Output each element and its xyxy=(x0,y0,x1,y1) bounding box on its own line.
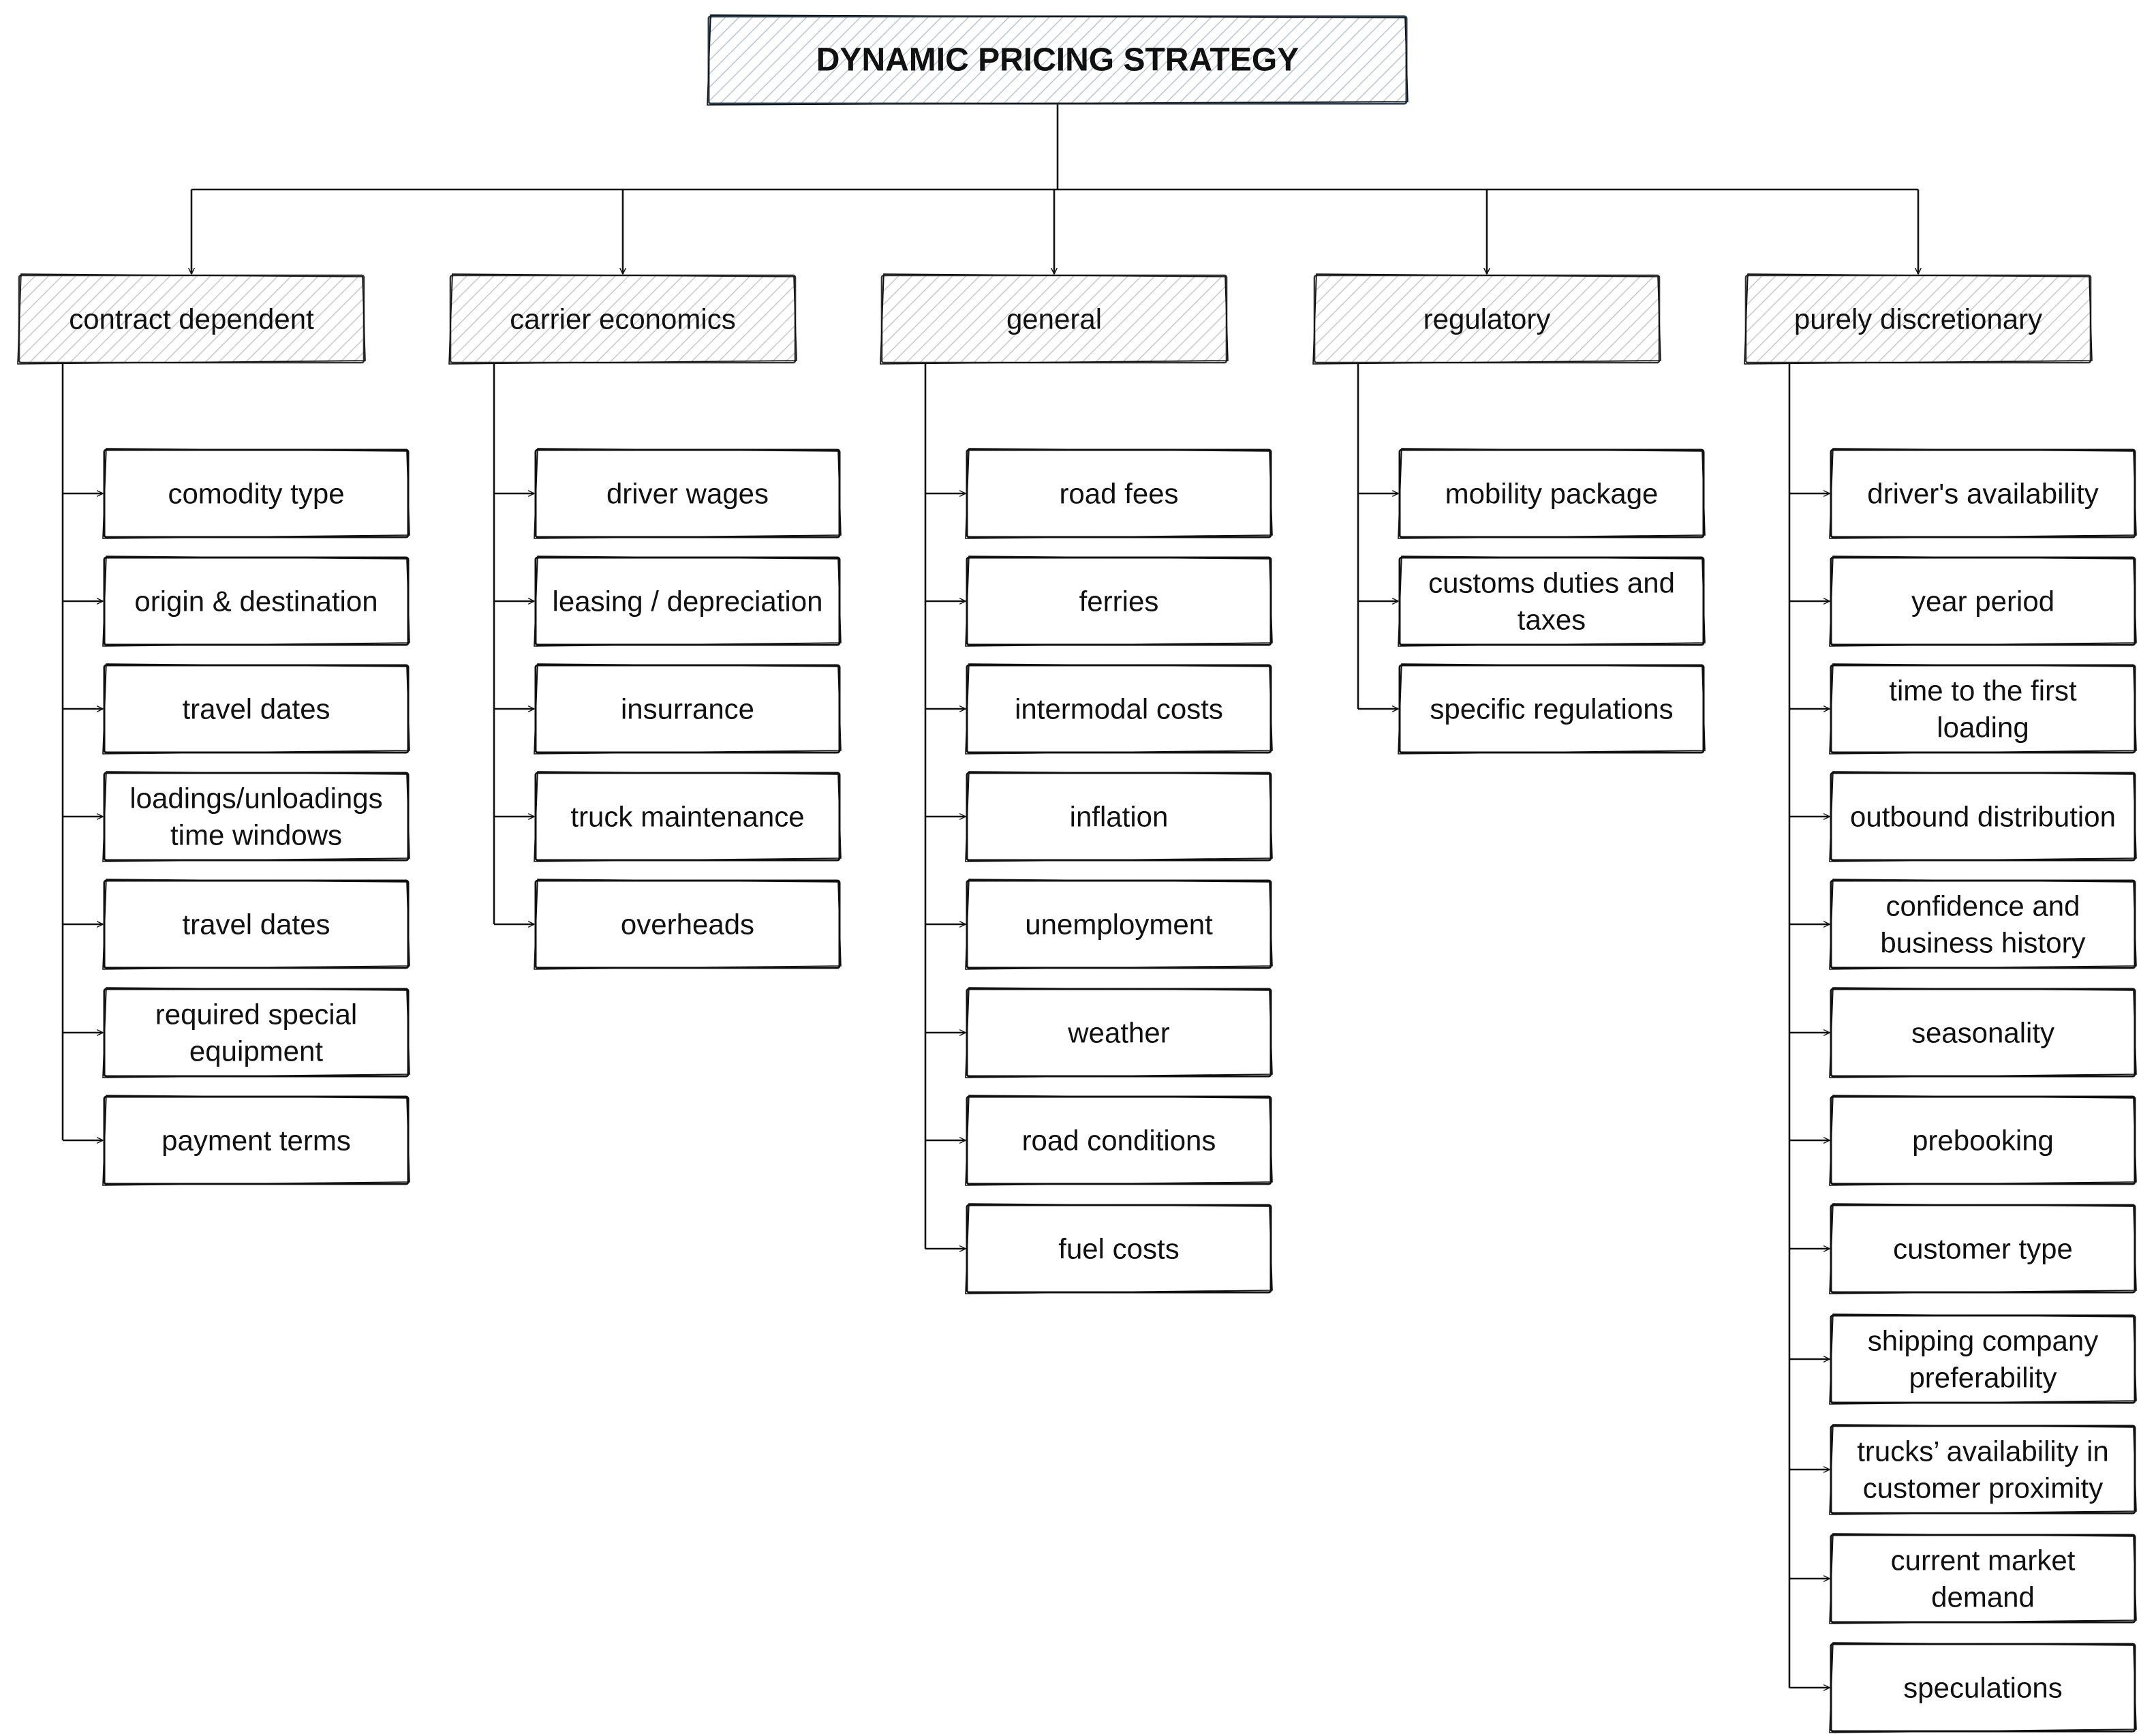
item-year-period: year period xyxy=(1829,556,2137,647)
item-origin-destination: origin & destination xyxy=(102,556,410,647)
box-label: comodity type xyxy=(168,478,344,510)
item-insurrance: insurrance xyxy=(534,663,842,755)
item-driver-s-availability: driver's availability xyxy=(1829,448,2137,539)
item-unemployment: unemployment xyxy=(965,879,1273,970)
box-label-line: loadings/unloadings xyxy=(129,782,382,815)
item-current-market-demand: current market demand xyxy=(1829,1533,2137,1624)
box-label: unemployment xyxy=(1025,909,1213,941)
item-seasonality: seasonality xyxy=(1829,987,2137,1078)
box-label: prebooking xyxy=(1912,1125,2054,1157)
box-label: inflation xyxy=(1070,801,1169,833)
box-label: driver wages xyxy=(606,478,769,510)
box-label: seasonality xyxy=(1911,1017,2054,1049)
box-label: travel dates xyxy=(182,693,330,725)
box-label-line: trucks’ availability in xyxy=(1857,1435,2109,1467)
box-label-line: equipment xyxy=(189,1035,323,1067)
category-general: general xyxy=(880,273,1229,365)
item-comodity-type: comodity type xyxy=(102,448,410,539)
box-label: mobility package xyxy=(1445,478,1659,510)
item-mobility-package: mobility package xyxy=(1398,448,1706,539)
box-label: outbound distribution xyxy=(1850,801,2116,833)
item-specific-regulations: specific regulations xyxy=(1398,663,1706,755)
item-outbound-distribution: outbound distribution xyxy=(1829,771,2137,862)
item-prebooking: prebooking xyxy=(1829,1095,2137,1186)
box-label: road conditions xyxy=(1022,1125,1216,1157)
box-label-line: time to the first xyxy=(1889,675,2077,707)
item-shipping-company-preferability: shipping company preferability xyxy=(1829,1313,2137,1405)
box-label: driver's availability xyxy=(1867,478,2098,510)
item-speculations: speculations xyxy=(1829,1642,2137,1733)
box-label: customer type xyxy=(1893,1233,2073,1265)
box-label: contract dependent xyxy=(69,303,314,335)
box-label: general xyxy=(1006,303,1102,335)
box-label: intermodal costs xyxy=(1015,693,1223,725)
item-payment-terms: payment terms xyxy=(102,1095,410,1186)
box-label-line: demand xyxy=(1931,1581,2035,1613)
box-label-line: customs duties and xyxy=(1428,567,1675,599)
item-fuel-costs: fuel costs xyxy=(965,1203,1273,1294)
box-label-line: taxes xyxy=(1518,604,1586,636)
box-label: ferries xyxy=(1079,585,1159,618)
box-label: leasing / depreciation xyxy=(553,585,823,618)
box-label: specific regulations xyxy=(1430,693,1673,725)
category-purely-discretionary: purely discretionary xyxy=(1744,273,2093,365)
box-label-line: time windows xyxy=(170,819,342,851)
item-ferries: ferries xyxy=(965,556,1273,647)
category-contract-dependent: contract dependent xyxy=(17,273,366,365)
item-travel-dates: travel dates xyxy=(102,879,410,970)
root-node: DYNAMIC PRICING STRATEGY xyxy=(707,14,1408,106)
item-customer-type: customer type xyxy=(1829,1203,2137,1294)
box-label-line: confidence and xyxy=(1886,890,2080,922)
item-confidence-and-business-history: confidence and business history xyxy=(1829,879,2137,970)
box-label: speculations xyxy=(1903,1672,2062,1704)
item-travel-dates: travel dates xyxy=(102,663,410,755)
item-time-to-the-first-loading: time to the first loading xyxy=(1829,663,2137,755)
item-driver-wages: driver wages xyxy=(534,448,842,539)
box-label: purely discretionary xyxy=(1794,303,2042,335)
box-label: year period xyxy=(1911,585,2054,618)
box-label-line: shipping company xyxy=(1868,1325,2099,1357)
box-label-line: required special xyxy=(155,999,358,1031)
box-label: overheads xyxy=(621,909,754,941)
box-label-line: business history xyxy=(1880,927,2085,959)
box-label: road fees xyxy=(1059,478,1178,510)
connectors-layer xyxy=(61,104,1922,1692)
item-required-special-equipment: required special equipment xyxy=(102,987,410,1078)
box-label: travel dates xyxy=(182,909,330,941)
category-regulatory: regulatory xyxy=(1312,273,1661,365)
item-truck-maintenance: truck maintenance xyxy=(534,771,842,862)
box-label: truck maintenance xyxy=(570,801,804,833)
box-label: payment terms xyxy=(161,1125,351,1157)
category-carrier-economics: carrier economics xyxy=(448,273,797,365)
box-label: regulatory xyxy=(1423,303,1551,335)
box-label-line: customer proximity xyxy=(1863,1472,2103,1504)
item-leasing-depreciation: leasing / depreciation xyxy=(534,556,842,647)
box-label: fuel costs xyxy=(1058,1233,1179,1265)
box-label-line: loading xyxy=(1937,712,2029,744)
item-intermodal-costs: intermodal costs xyxy=(965,663,1273,755)
box-label: origin & destination xyxy=(134,585,378,618)
item-road-fees: road fees xyxy=(965,448,1273,539)
box-label: DYNAMIC PRICING STRATEGY xyxy=(816,42,1299,78)
item-road-conditions: road conditions xyxy=(965,1095,1273,1186)
item-loadings-unloadings-time-windows: loadings/unloadings time windows xyxy=(102,771,410,862)
box-label-line: preferability xyxy=(1909,1362,2057,1394)
box-label: insurrance xyxy=(621,693,754,725)
item-inflation: inflation xyxy=(965,771,1273,862)
box-label: weather xyxy=(1067,1017,1169,1049)
boxes-layer: DYNAMIC PRICING STRATEGY contract depende… xyxy=(17,14,2137,1733)
item-weather: weather xyxy=(965,987,1273,1078)
item-overheads: overheads xyxy=(534,879,842,970)
item-trucks-availability-in-customer-proximity: trucks’ availability in customer proximit… xyxy=(1829,1424,2137,1515)
box-label: carrier economics xyxy=(510,303,735,335)
item-customs-duties-and-taxes: customs duties and taxes xyxy=(1398,556,1706,647)
box-label-line: current market xyxy=(1891,1545,2076,1577)
